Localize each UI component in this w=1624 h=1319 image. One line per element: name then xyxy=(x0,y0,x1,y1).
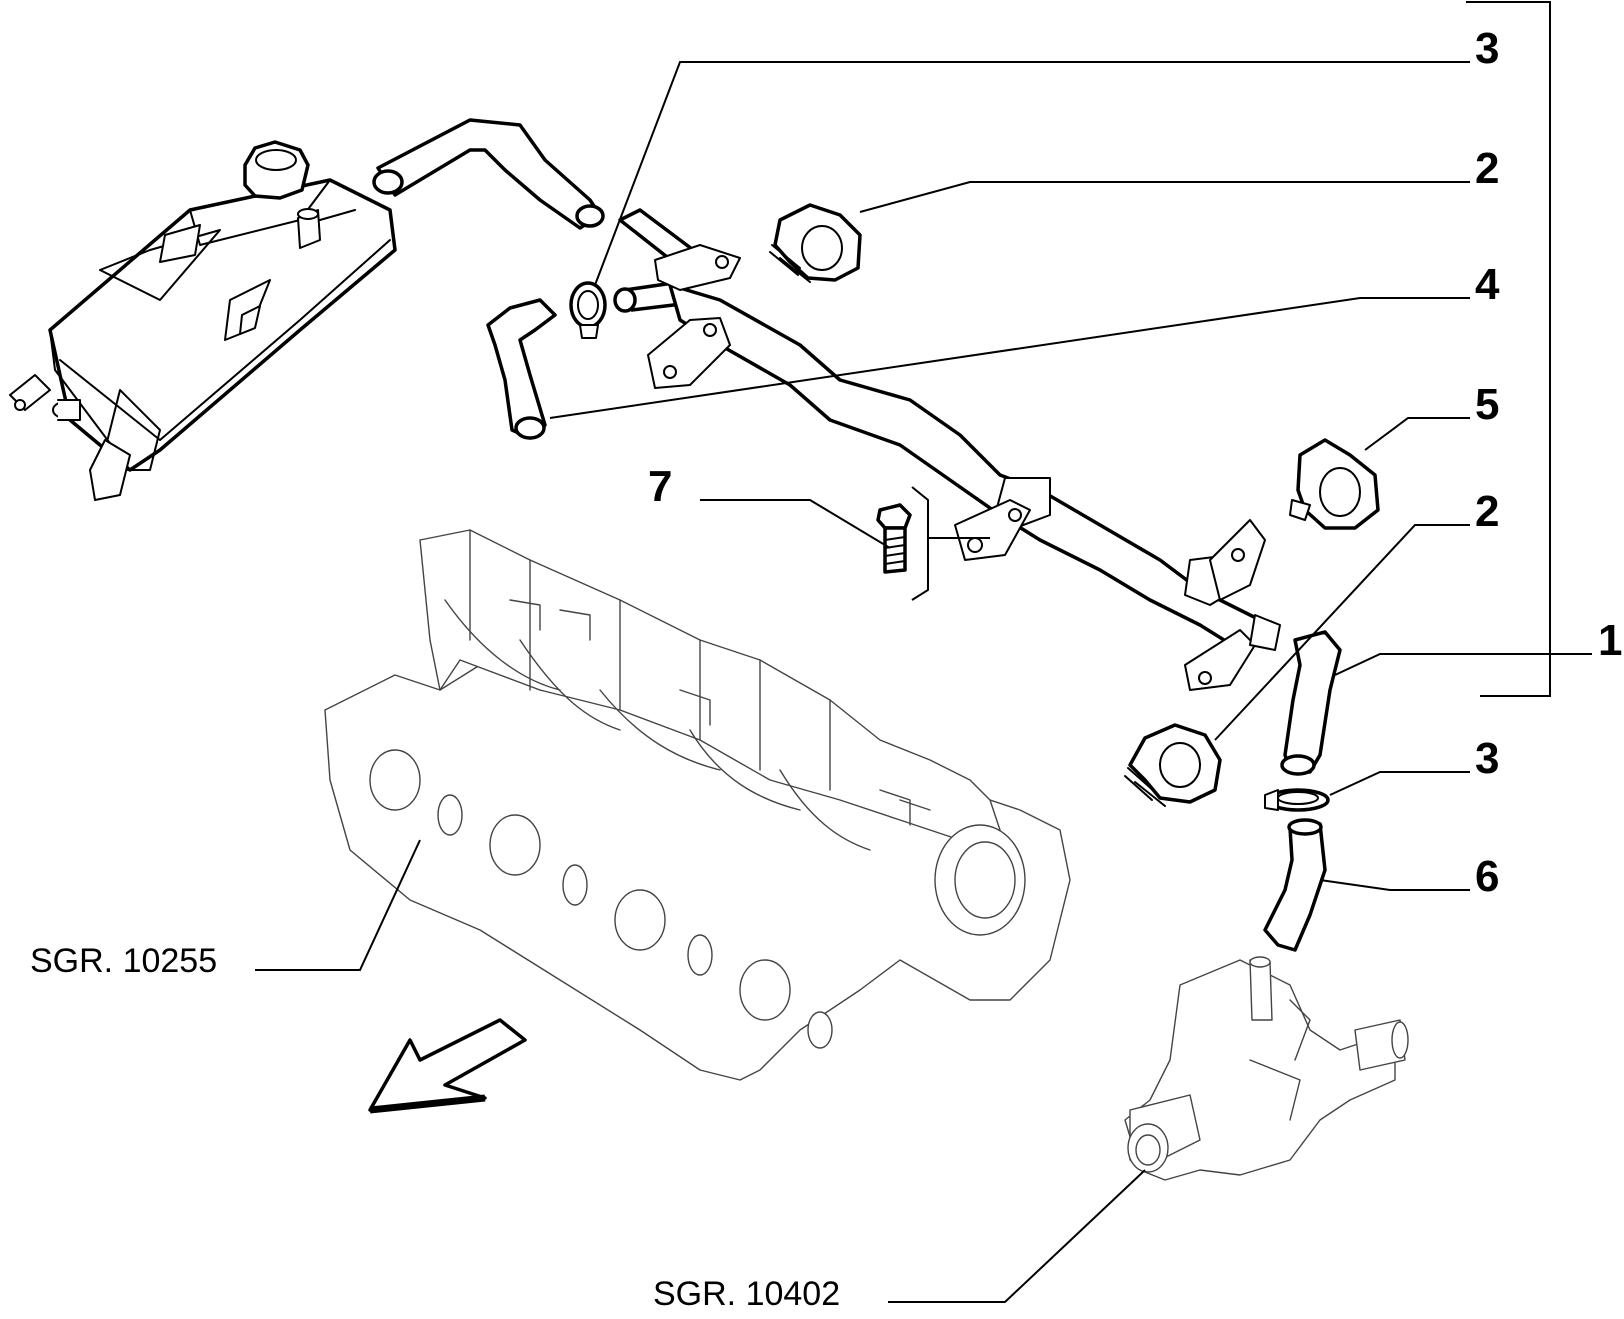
clamp-3-top xyxy=(569,281,607,339)
reference-sgr-10255: SGR. 10255 xyxy=(30,942,217,980)
callout-3-low: 3 xyxy=(1475,734,1499,783)
callout-4: 4 xyxy=(1475,260,1500,309)
callout-5: 5 xyxy=(1475,380,1499,429)
clamp-3-low xyxy=(1264,788,1330,812)
intake-manifold xyxy=(324,529,1071,1081)
callout-3-top: 3 xyxy=(1475,24,1499,73)
hose-4 xyxy=(486,298,557,440)
clamp-2-mid xyxy=(1124,723,1222,807)
callout-6: 6 xyxy=(1475,852,1499,901)
tank-hose xyxy=(372,118,605,230)
leader-lines xyxy=(255,1,1592,1303)
thermostat-housing xyxy=(1124,956,1409,1181)
expansion-tank xyxy=(9,140,397,501)
callout-7: 7 xyxy=(648,462,672,511)
clamp-5 xyxy=(1289,438,1380,530)
direction-arrow-icon xyxy=(368,1018,527,1114)
clamp-2-top xyxy=(769,203,862,283)
bolt-7 xyxy=(876,486,929,601)
callout-2-mid: 2 xyxy=(1475,487,1499,536)
callout-1: 1 xyxy=(1598,616,1622,665)
hose-6 xyxy=(1263,818,1327,952)
coolant-pipe-assembly xyxy=(613,208,1281,691)
hose-1 xyxy=(1280,630,1342,776)
reference-sgr-10402: SGR. 10402 xyxy=(653,1275,840,1313)
callout-2-top: 2 xyxy=(1475,144,1499,193)
